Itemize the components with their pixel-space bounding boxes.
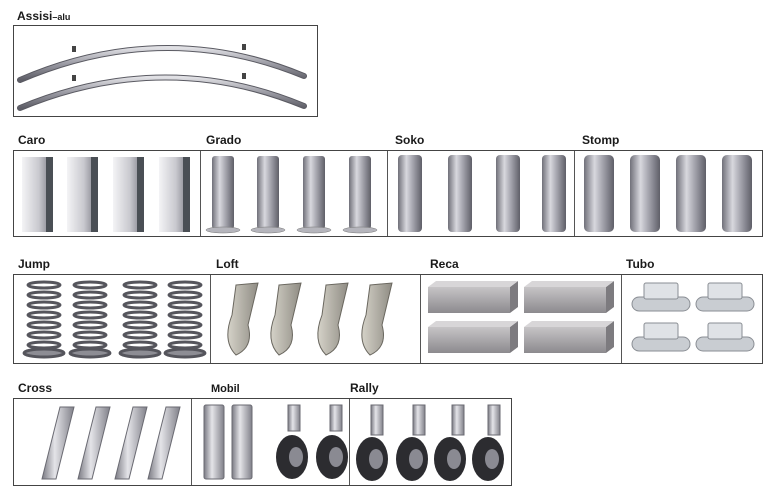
section-label-assisi: Assisi–alu — [17, 9, 71, 23]
section-label-jump: Jump — [18, 257, 51, 271]
clip-tube-leg-icon — [631, 282, 755, 352]
bent-strip-leg-icon — [227, 282, 393, 356]
caster-wheel-icon — [356, 404, 504, 481]
wide-round-leg-icon — [584, 155, 752, 232]
section-label-loft: Loft — [216, 257, 239, 271]
round-leg-with-base-icon — [205, 156, 378, 234]
section-label-soko: Soko — [395, 133, 425, 147]
section-label-stomp: Stomp — [582, 133, 620, 147]
divider — [387, 151, 388, 236]
section-label-mobil: Mobil — [211, 383, 240, 395]
slanted-leg-icon — [41, 406, 181, 480]
section-label-caro: Caro — [18, 133, 46, 147]
section-label-reca: Reca — [430, 257, 459, 271]
section-label-cross: Cross — [18, 381, 53, 395]
row-3-art — [22, 280, 755, 359]
row-4-art — [41, 404, 504, 481]
panel-row-4 — [13, 398, 512, 486]
section-label-grado: Grado — [206, 133, 242, 147]
divider — [200, 151, 201, 236]
divider — [349, 399, 350, 485]
divider — [621, 275, 622, 363]
divider — [191, 399, 192, 485]
panel-assisi — [13, 25, 318, 117]
panel-row-2 — [13, 150, 763, 237]
section-label-tubo: Tubo — [626, 257, 655, 271]
spring-leg-icon — [22, 280, 207, 359]
section-label-rally: Rally — [350, 381, 379, 395]
panel-row-3 — [13, 274, 763, 364]
divider — [574, 151, 575, 236]
divider — [210, 275, 211, 363]
divider — [420, 275, 421, 363]
round-leg-icon — [398, 155, 566, 232]
square-leg-icon — [22, 157, 190, 232]
curved-bow-leg-icon — [17, 44, 307, 111]
block-leg-icon — [428, 281, 614, 353]
caster-wheel-icon — [203, 404, 348, 480]
row-2-art — [22, 155, 752, 234]
